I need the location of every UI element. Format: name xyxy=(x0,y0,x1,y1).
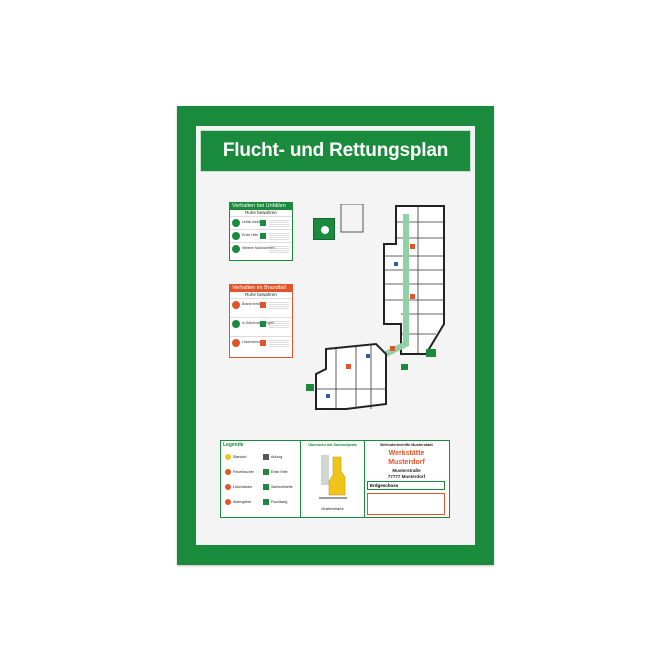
fire-row: in Sicherheit bringen xyxy=(230,317,292,336)
organization-name: Behindertenhilfe Musterstadt xyxy=(380,443,433,447)
phone-icon xyxy=(260,220,266,226)
accident-row-label: Unfall melden xyxy=(242,220,264,224)
sign-frame: Flucht- und Rettungsplan Verhalten bei U… xyxy=(177,106,494,565)
legend-label: Löschdecke xyxy=(233,485,253,489)
plan-paper: Flucht- und Rettungsplan Verhalten bei U… xyxy=(196,126,475,545)
instruction-lines xyxy=(269,233,289,240)
first-aid-icon xyxy=(232,232,240,240)
legend-label: Sammelstelle xyxy=(271,485,293,489)
instruction-lines xyxy=(269,246,289,253)
fire-card-subheading: Ruhe bewahren xyxy=(245,292,277,297)
legend-section: Legende Standort Aufzug Feuerlöscher Ers… xyxy=(221,441,301,517)
accident-card-subheading: Ruhe bewahren xyxy=(245,210,277,215)
legend-title: Legende xyxy=(223,442,244,448)
site-overview-map xyxy=(319,455,347,499)
accident-row-label: Weitere Maßnahmen xyxy=(242,246,275,250)
extinguisher-marker xyxy=(346,364,351,369)
address-section: Behindertenhilfe Musterstadt Werkstätte … xyxy=(365,441,448,517)
extinguisher-marker xyxy=(390,346,395,351)
emergency-exit-marker xyxy=(401,364,408,370)
instruction-lines xyxy=(269,302,289,309)
building-wing-north xyxy=(383,205,445,355)
facility-name: Werkstätte xyxy=(388,450,425,457)
street-line xyxy=(319,497,347,499)
fire-instructions-card: Verhalten im Brandfall Ruhe bewahren Bra… xyxy=(229,284,293,358)
first-aid-icon xyxy=(263,469,269,475)
emergency-exit-marker xyxy=(306,384,314,391)
extinguisher-marker xyxy=(410,294,415,299)
fire-row-label: Brand melden xyxy=(242,302,264,306)
instruction-lines xyxy=(269,220,289,227)
fire-alarm-icon xyxy=(260,302,266,308)
postal-address: 77777 Musterdorf xyxy=(387,474,426,479)
notes-box xyxy=(367,493,445,515)
you-are-here-icon xyxy=(225,454,231,460)
legend-label: Aufzug xyxy=(271,455,283,459)
assembly-point-icon xyxy=(263,484,269,490)
fire-row-label: in Sicherheit bringen xyxy=(242,321,274,325)
exit-icon xyxy=(260,321,266,327)
overview-section: Übersicht mit Sammelplatz Musterstraße xyxy=(301,441,365,517)
floor-label: Erdgeschoss xyxy=(367,481,445,490)
legend-label: Fluchtweg xyxy=(271,500,288,504)
fire-blanket-icon xyxy=(225,484,231,490)
elevator-icon xyxy=(263,454,269,460)
fire-card-heading: Verhalten im Brandfall xyxy=(230,285,292,292)
info-marker xyxy=(366,354,370,358)
info-marker xyxy=(326,394,330,398)
extinguisher-marker xyxy=(410,244,415,249)
instruction-lines xyxy=(269,340,289,347)
legend-panel: Legende Standort Aufzug Feuerlöscher Ers… xyxy=(220,440,450,518)
emergency-exit-marker xyxy=(426,349,436,357)
accident-row: Erste Hilfe xyxy=(230,229,292,242)
legend-label: Erste Hilfe xyxy=(271,470,288,474)
escape-route-icon xyxy=(263,499,269,505)
first-aid-icon xyxy=(260,233,266,239)
phone-icon xyxy=(232,219,240,227)
extinguisher-icon xyxy=(225,469,231,475)
alarm-icon xyxy=(225,499,231,505)
street-address: Musterstraße xyxy=(392,468,421,473)
fire-alarm-icon xyxy=(232,301,240,309)
instruction-lines xyxy=(269,321,289,328)
plan-title: Flucht- und Rettungsplan xyxy=(200,130,471,172)
extinguisher-icon xyxy=(260,340,266,346)
legend-label: Alarmgeber xyxy=(233,500,252,504)
fire-row: Löschversuch xyxy=(230,336,292,355)
fire-row: Brand melden xyxy=(230,298,292,317)
legend-label: Feuerlöscher xyxy=(233,470,254,474)
assembly-point-icon xyxy=(313,218,335,240)
room-grid-south xyxy=(316,345,386,409)
accident-instructions-card: Verhalten bei Unfällen Ruhe bewahren Unf… xyxy=(229,202,293,261)
legend-label: Standort xyxy=(233,455,247,459)
accident-row: Unfall melden xyxy=(230,216,292,229)
extinguisher-icon xyxy=(232,339,240,347)
fire-row-label: Löschversuch xyxy=(242,340,264,344)
entrance-outline xyxy=(340,204,364,233)
info-icon xyxy=(232,245,240,253)
building-wing-south xyxy=(315,342,387,410)
facility-location: Musterdorf xyxy=(388,459,425,466)
building-footprint xyxy=(328,456,346,496)
accident-card-heading: Verhalten bei Unfällen xyxy=(230,203,292,210)
accident-row: Weitere Maßnahmen xyxy=(230,242,292,255)
overview-caption: Musterstraße xyxy=(321,507,344,511)
info-marker xyxy=(394,262,398,266)
exit-icon xyxy=(232,320,240,328)
floor-plan xyxy=(306,204,445,410)
accident-row-label: Erste Hilfe xyxy=(242,233,259,237)
overview-title: Übersicht mit Sammelplatz xyxy=(308,443,357,447)
